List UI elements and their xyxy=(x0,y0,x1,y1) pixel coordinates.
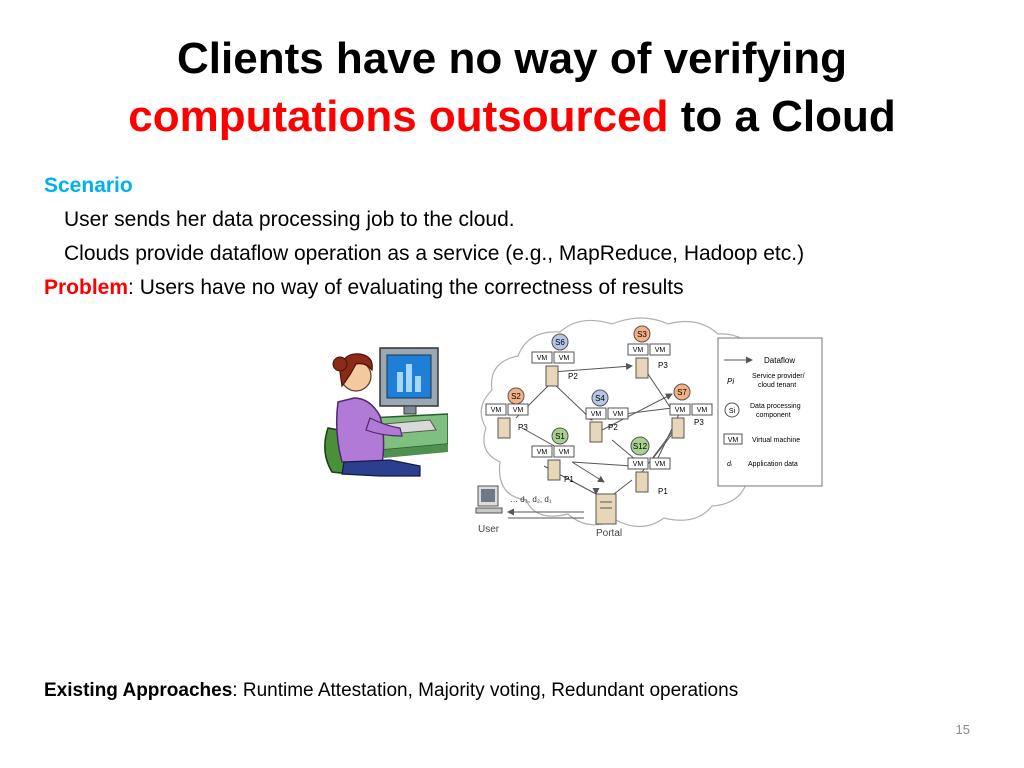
existing-text: : Runtime Attestation, Majority voting, … xyxy=(232,680,739,701)
scenario-heading: Scenario xyxy=(44,173,133,199)
node-s6: S6 VM VM P2 xyxy=(531,333,578,387)
svg-text:Application data: Application data xyxy=(748,461,798,468)
svg-text:VM: VM xyxy=(537,355,548,362)
data-sequence-label: … d₃, d₂, d₁ xyxy=(510,495,552,504)
user-label: User xyxy=(478,524,500,535)
svg-text:S4: S4 xyxy=(595,394,605,403)
existing-approaches-line: Existing Approaches: Runtime Attestation… xyxy=(44,678,738,704)
scenario-item-2: Clouds provide dataflow operation as a s… xyxy=(64,242,805,265)
svg-text:Virtual machine: Virtual machine xyxy=(752,437,800,444)
cloud-dataflow-diagram: S6 VM VM P2 S3 VM VM P3 S2 VM VM P3 S4 V… xyxy=(475,317,823,539)
title-highlight: computations outsourced xyxy=(128,92,669,141)
svg-text:S1: S1 xyxy=(555,432,565,441)
svg-text:VM: VM xyxy=(559,355,570,362)
svg-text:P3: P3 xyxy=(518,423,528,432)
svg-text:VM: VM xyxy=(491,407,502,414)
svg-text:P3: P3 xyxy=(694,418,704,427)
title-rest: to a Cloud xyxy=(668,92,896,141)
problem-label: Problem xyxy=(44,276,129,299)
problem-text: : Users have no way of evaluating the co… xyxy=(128,276,684,299)
svg-text:VM: VM xyxy=(513,407,524,414)
svg-text:VM: VM xyxy=(559,449,570,456)
svg-text:P1: P1 xyxy=(564,475,574,484)
svg-text:VM: VM xyxy=(655,461,666,468)
problem-line: Problem: Users have no way of evaluating… xyxy=(44,275,684,301)
svg-text:S6: S6 xyxy=(555,338,565,347)
slide-title: Clients have no way of verifying computa… xyxy=(0,30,1024,146)
svg-text:S7: S7 xyxy=(677,388,687,397)
page-number: 15 xyxy=(955,722,970,737)
svg-text:Si: Si xyxy=(729,408,736,415)
svg-text:component: component xyxy=(756,412,791,419)
node-s1: S1 VM VM P1 xyxy=(531,427,575,484)
svg-text:Service provider/: Service provider/ xyxy=(752,373,805,380)
node-s3: S3 VM VM P3 xyxy=(627,325,671,379)
svg-text:S2: S2 xyxy=(511,392,521,401)
svg-text:dᵢ: dᵢ xyxy=(727,461,732,468)
svg-text:P2: P2 xyxy=(608,423,618,432)
svg-text:VM: VM xyxy=(675,407,686,414)
svg-text:P1: P1 xyxy=(658,487,668,496)
node-s12: S12 VM VM P1 xyxy=(627,436,671,496)
svg-text:S3: S3 xyxy=(637,330,647,339)
svg-text:VM: VM xyxy=(633,347,644,354)
scenario-item-1: User sends her data processing job to th… xyxy=(64,208,515,231)
svg-text:Dataflow: Dataflow xyxy=(764,356,795,365)
svg-text:cloud tenant: cloud tenant xyxy=(758,382,796,389)
svg-text:VM: VM xyxy=(613,411,624,418)
svg-text:VM: VM xyxy=(697,407,708,414)
user-at-computer-illustration xyxy=(324,347,448,477)
user-terminal-icon: User xyxy=(475,485,503,535)
svg-text:VM: VM xyxy=(728,437,739,444)
svg-text:Data processing: Data processing xyxy=(750,403,801,410)
svg-text:P2: P2 xyxy=(568,372,578,381)
svg-text:VM: VM xyxy=(591,411,602,418)
svg-text:P3: P3 xyxy=(658,361,668,370)
diagram-legend: Dataflow Pi Service provider/ cloud tena… xyxy=(717,337,823,487)
portal-server-icon: Portal xyxy=(595,493,622,539)
scenario-label: Scenario xyxy=(44,174,133,197)
node-s7: S7 VM VM P3 xyxy=(669,383,713,439)
title-line-2: computations outsourced to a Cloud xyxy=(0,88,1024,146)
portal-label: Portal xyxy=(596,528,622,539)
svg-text:S12: S12 xyxy=(633,442,648,451)
svg-text:VM: VM xyxy=(537,449,548,456)
node-s4: S4 VM VM P2 xyxy=(585,389,629,443)
title-line-1: Clients have no way of verifying xyxy=(177,34,847,83)
svg-text:VM: VM xyxy=(633,461,644,468)
node-s2: S2 VM VM P3 xyxy=(485,387,529,439)
existing-label: Existing Approaches xyxy=(44,680,233,701)
svg-text:Pi: Pi xyxy=(727,377,734,386)
svg-text:VM: VM xyxy=(655,347,666,354)
